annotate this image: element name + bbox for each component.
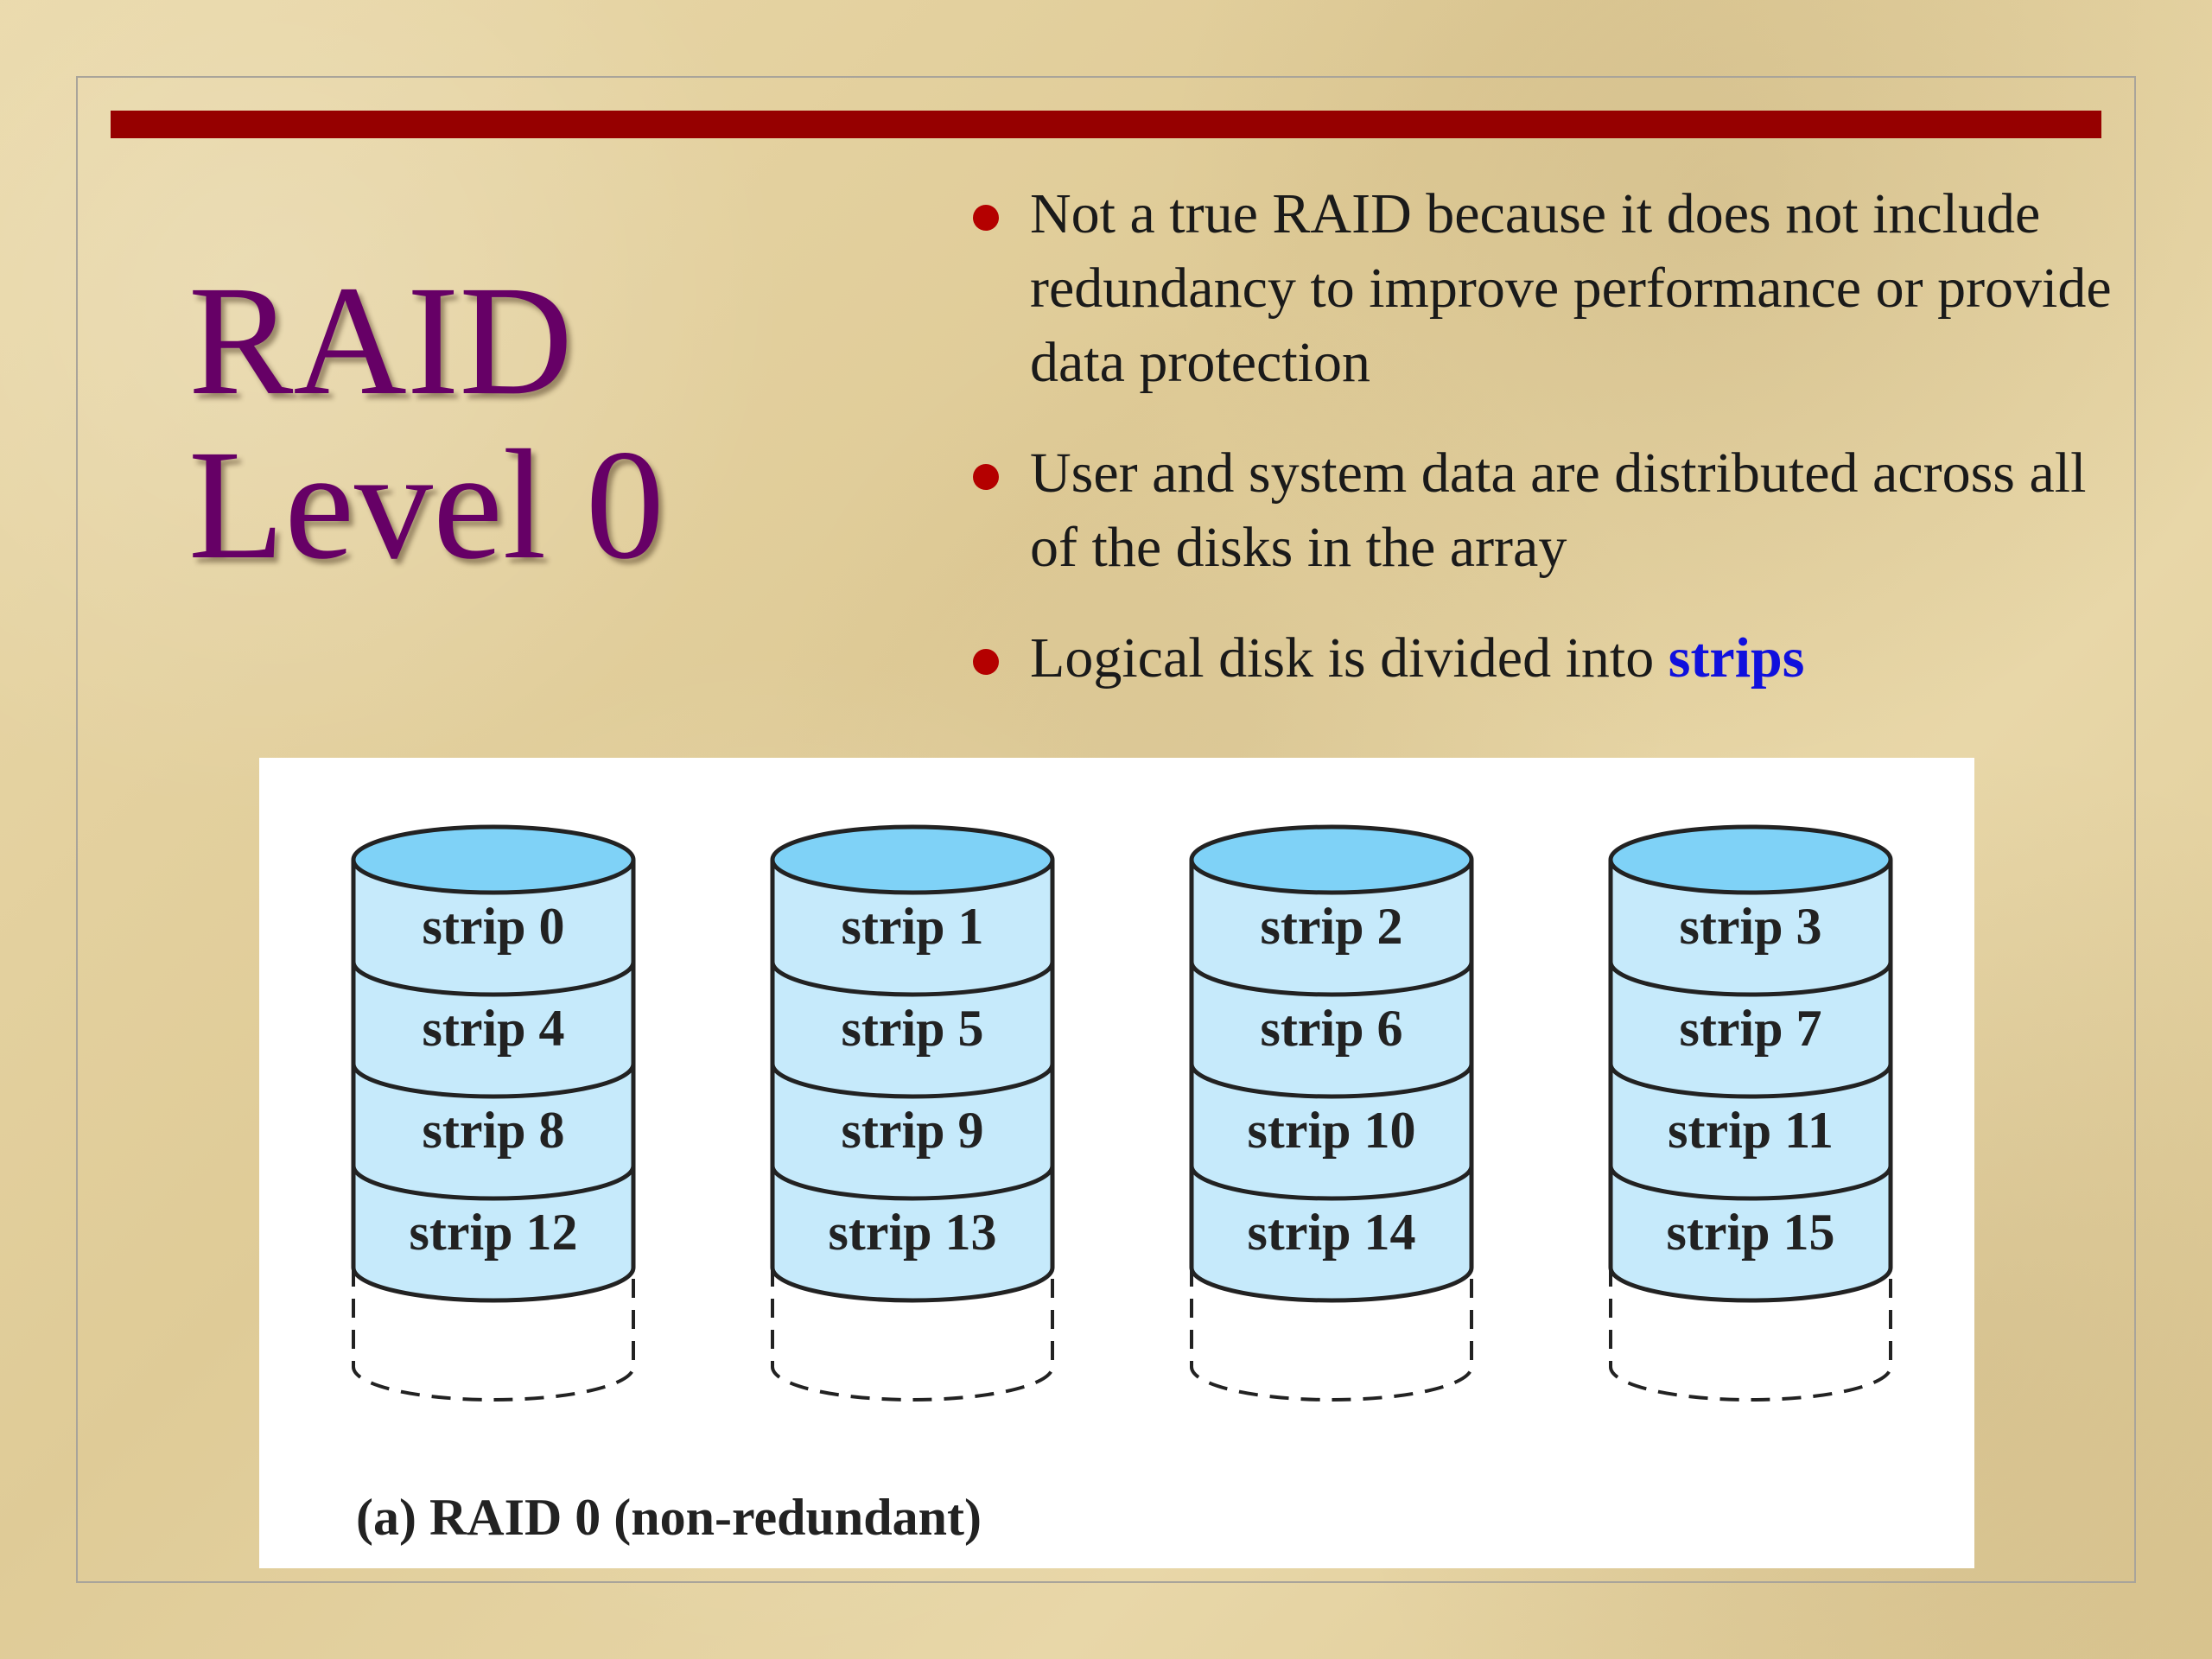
strip-boundary xyxy=(770,1165,1055,1201)
slide-title: RAID Level 0 xyxy=(188,259,793,588)
strip-label: strip 15 xyxy=(1667,1204,1835,1261)
bullet-item-2: User and system data are distributed acr… xyxy=(968,436,2117,585)
figure-caption: (a) RAID 0 (non-redundant) xyxy=(356,1489,982,1546)
bullet-list: Not a true RAID because it does not incl… xyxy=(968,177,2117,732)
strip-label: strip 13 xyxy=(829,1204,997,1261)
title-accent-bar xyxy=(111,111,2101,138)
strip-label: strip 14 xyxy=(1248,1204,1416,1261)
disk-body xyxy=(353,860,633,1300)
disk-1: strip 1 strip 5 strip 9 strip 13 xyxy=(770,824,1055,1402)
strip-label: strip 12 xyxy=(410,1204,578,1261)
strip-boundary xyxy=(1189,1267,1474,1303)
strip-boundary xyxy=(351,1063,636,1099)
disk-top xyxy=(351,824,636,895)
strip-boundary xyxy=(1608,1165,1893,1201)
strip-boundary xyxy=(770,1063,1055,1099)
disk-unused-space xyxy=(1190,1268,1473,1402)
strip-boundary xyxy=(351,1165,636,1201)
strip-boundary xyxy=(1189,961,1474,997)
bullet-text-1: Not a true RAID because it does not incl… xyxy=(1030,182,2112,394)
disk-body xyxy=(1611,860,1891,1300)
strip-label: strip 6 xyxy=(1261,1000,1403,1057)
strip-label: strip 9 xyxy=(842,1102,984,1159)
disk-unused-space xyxy=(771,1268,1054,1402)
disk-top xyxy=(1608,824,1893,895)
bullet-item-1: Not a true RAID because it does not incl… xyxy=(968,177,2117,400)
disk-3: strip 3 strip 7 strip 11 strip 15 xyxy=(1608,824,1893,1402)
disk-top xyxy=(1189,824,1474,895)
strip-label: strip 3 xyxy=(1680,898,1822,955)
disk-top xyxy=(770,824,1055,895)
title-line-2: Level 0 xyxy=(188,418,664,592)
disk-body xyxy=(772,860,1052,1300)
strip-label: strip 7 xyxy=(1680,1000,1822,1057)
bullet-text-2: User and system data are distributed acr… xyxy=(1030,442,2087,579)
title-line-1: RAID xyxy=(188,254,573,428)
strip-label: strip 10 xyxy=(1248,1102,1416,1159)
strip-label: strip 8 xyxy=(423,1102,565,1159)
strip-boundary xyxy=(351,1267,636,1303)
strip-boundary xyxy=(770,961,1055,997)
disk-unused-space xyxy=(1609,1268,1892,1402)
bullet-dot-icon xyxy=(973,205,999,231)
strip-boundary xyxy=(770,1267,1055,1303)
bullet-dot-icon xyxy=(973,649,999,675)
strip-label: strip 0 xyxy=(423,898,565,955)
bullet-dot-icon xyxy=(973,464,999,490)
strip-boundary xyxy=(1189,1165,1474,1201)
disk-unused-space xyxy=(352,1268,635,1402)
strip-boundary xyxy=(1608,1063,1893,1099)
strip-label: strip 11 xyxy=(1668,1102,1834,1159)
strip-boundary xyxy=(1608,961,1893,997)
strip-boundary xyxy=(1189,1063,1474,1099)
disk-2: strip 2 strip 6 strip 10 strip 14 xyxy=(1189,824,1474,1402)
strip-label: strip 4 xyxy=(423,1000,565,1057)
strip-boundary xyxy=(1608,1267,1893,1303)
strips-term: strips xyxy=(1668,626,1805,690)
disk-0: strip 0 strip 4 strip 8 strip 12 xyxy=(351,824,636,1402)
strip-boundary xyxy=(351,961,636,997)
strip-label: strip 2 xyxy=(1261,898,1403,955)
strip-label: strip 5 xyxy=(842,1000,984,1057)
bullet-text-3: Logical disk is divided into xyxy=(1030,626,1669,690)
slide-frame xyxy=(76,76,2136,1583)
disk-body xyxy=(1192,860,1471,1300)
bullet-item-3: Logical disk is divided into strips xyxy=(968,621,2117,696)
strip-label: strip 1 xyxy=(842,898,984,955)
